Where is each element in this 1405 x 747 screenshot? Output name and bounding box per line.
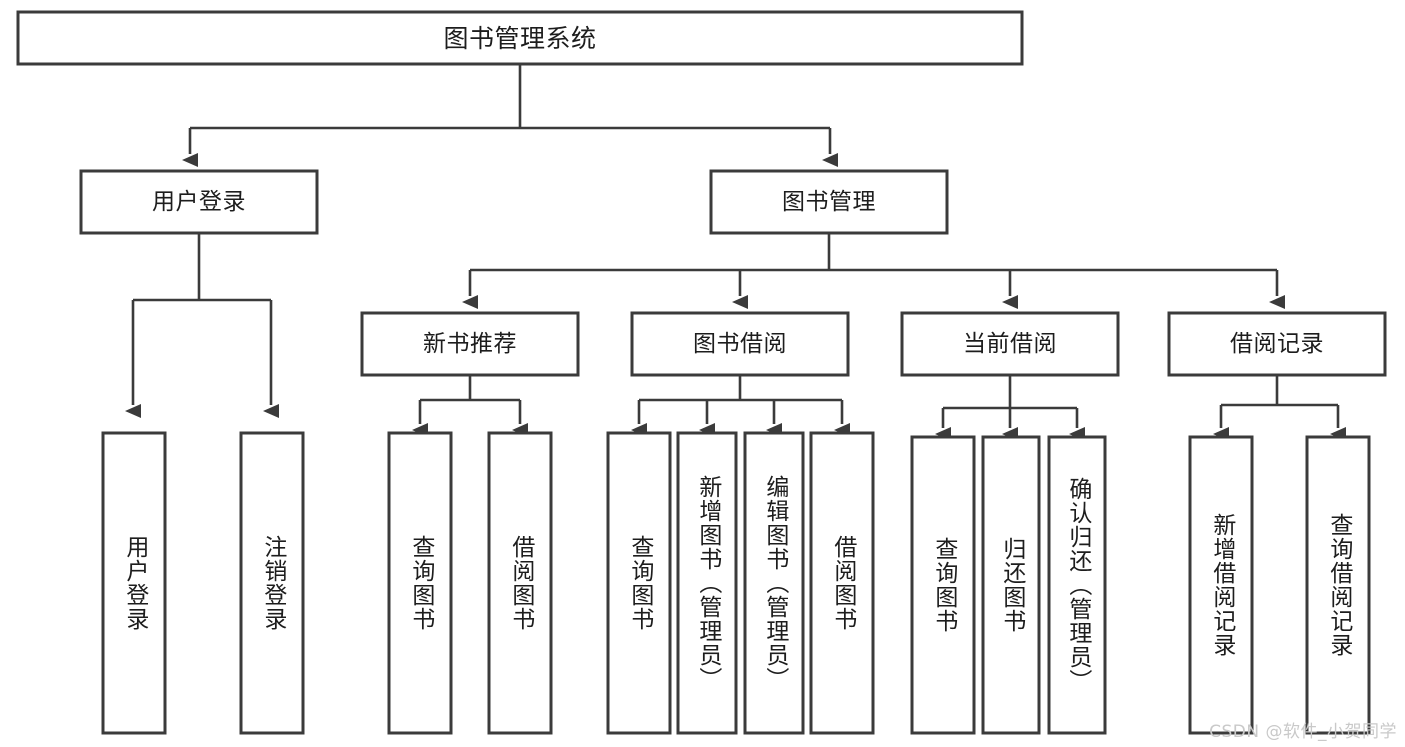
node-box-leaf-book-borrow-1[interactable] [606, 431, 672, 735]
node-box-leaf-borrow-record-2[interactable] [1305, 435, 1371, 735]
node-box-user-login[interactable] [79, 169, 319, 235]
node-box-leaf-book-borrow-2[interactable] [676, 431, 738, 735]
node-box-leaf-new-book-1[interactable] [387, 431, 453, 735]
node-box-leaf-book-borrow-4[interactable] [809, 431, 875, 735]
node-box-book-borrow[interactable] [630, 311, 850, 377]
node-box-leaf-user-login-2[interactable] [239, 431, 305, 735]
node-box-leaf-book-borrow-3[interactable] [743, 431, 805, 735]
node-box-leaf-borrow-record-1[interactable] [1188, 435, 1254, 735]
watermark: CSDN @软件_小贺同学 [1209, 722, 1397, 742]
node-box-leaf-new-book-2[interactable] [487, 431, 553, 735]
node-box-leaf-user-login-1[interactable] [101, 431, 167, 735]
node-box-leaf-current-borrow-3[interactable] [1047, 435, 1107, 735]
node-box-leaf-current-borrow-1[interactable] [910, 435, 976, 735]
node-box-leaf-current-borrow-2[interactable] [981, 435, 1041, 735]
node-box-current-borrow[interactable] [900, 311, 1120, 377]
node-box-book-manage[interactable] [709, 169, 949, 235]
node-box-root[interactable] [16, 10, 1024, 66]
node-box-new-book-recommend[interactable] [360, 311, 580, 377]
node-box-borrow-record[interactable] [1167, 311, 1387, 377]
